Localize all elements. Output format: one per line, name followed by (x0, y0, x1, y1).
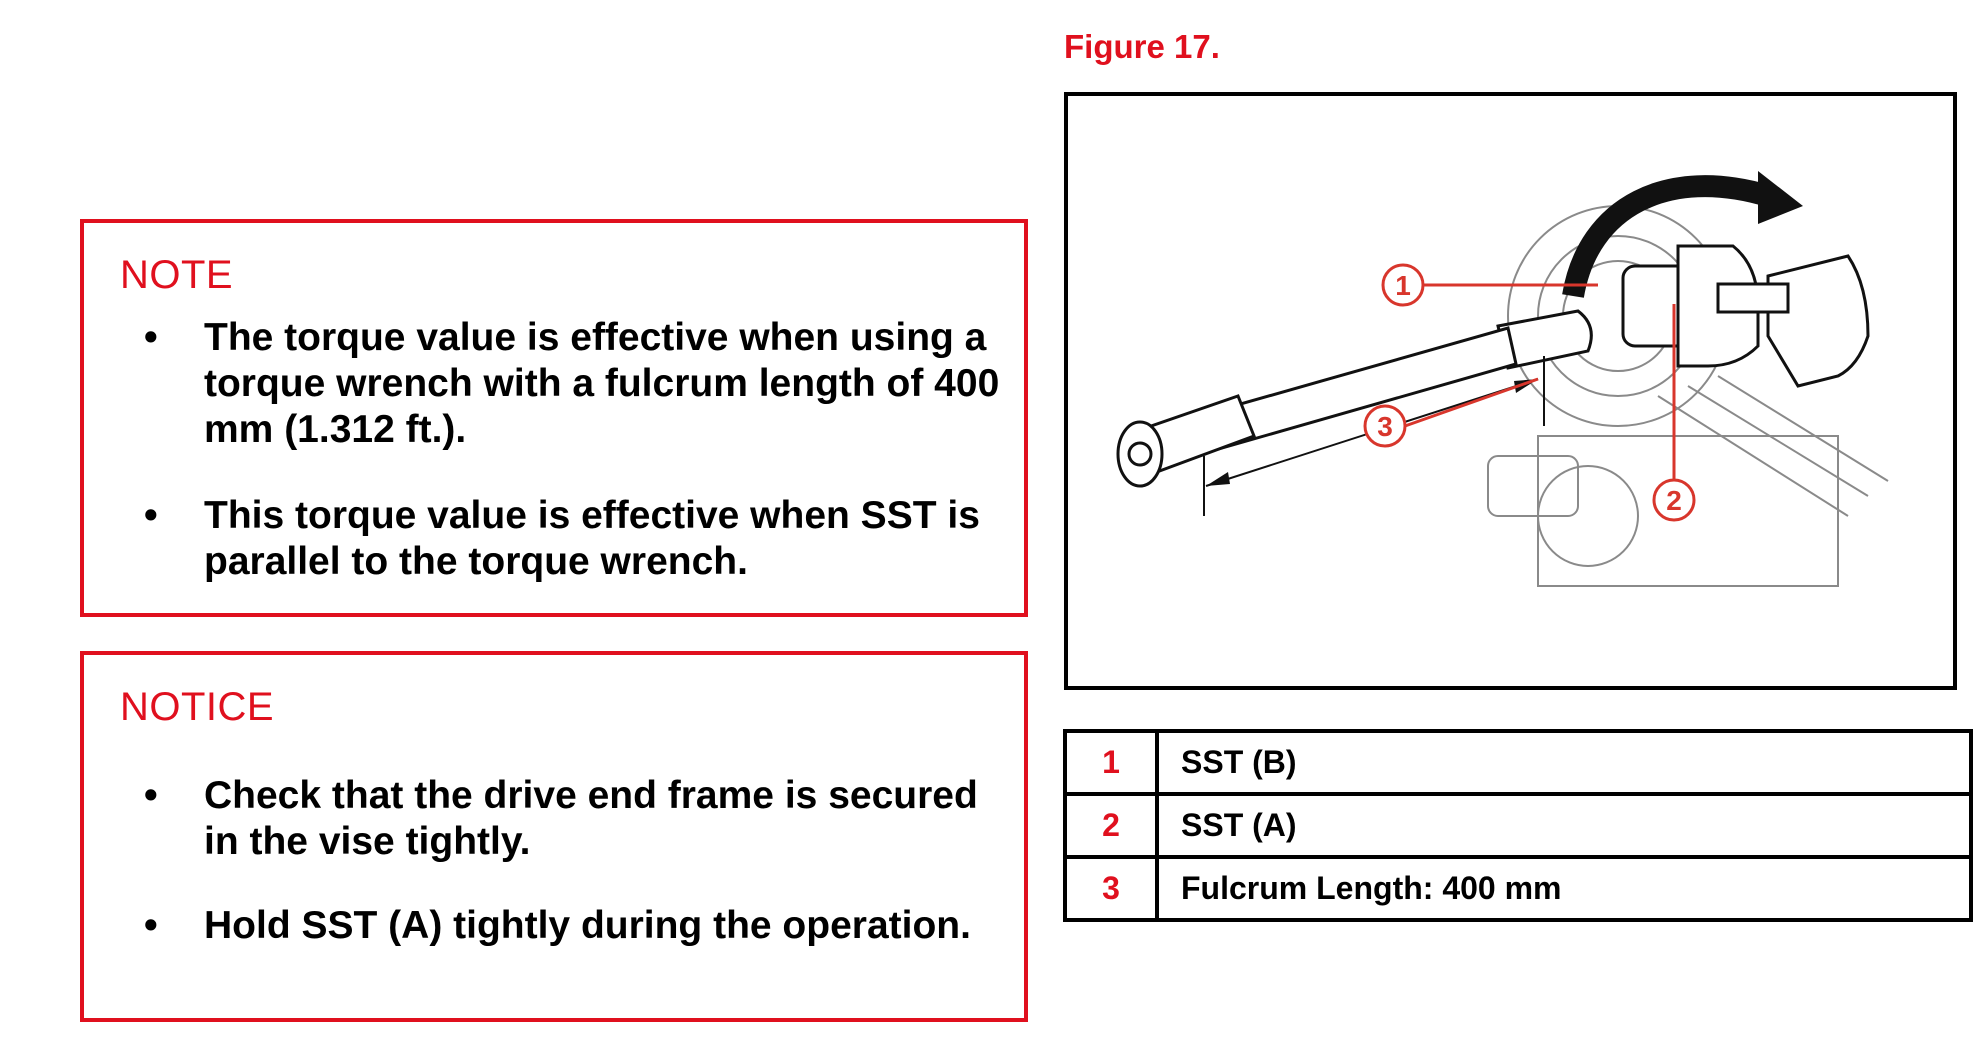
note-title: NOTE (120, 253, 234, 297)
legend-number: 1 (1063, 729, 1159, 796)
note-list: •The torque value is effective when usin… (144, 315, 1004, 585)
legend-table: 1 SST (B) 2 SST (A) 3 Fulcrum Length: 40… (1063, 729, 1973, 922)
notice-bullet-2: •Hold SST (A) tightly during the operati… (144, 904, 971, 947)
vise-screw (1537, 465, 1639, 567)
notice-list: •Check that the drive end frame is secur… (144, 773, 1004, 949)
legend-row: 3 Fulcrum Length: 400 mm (1063, 855, 1973, 922)
sst-a-wrench (1766, 254, 1870, 388)
wrench-end-cap (1116, 420, 1164, 488)
bullet-icon: • (144, 904, 158, 947)
svg-text:1: 1 (1395, 270, 1411, 301)
legend-description: SST (B) (1155, 729, 1973, 796)
bullet-icon: • (144, 494, 158, 537)
svg-text:2: 2 (1666, 485, 1682, 516)
legend-row: 2 SST (A) (1063, 792, 1973, 859)
arrow-head-icon (1758, 171, 1803, 224)
note-bullet-1: •The torque value is effective when usin… (144, 316, 1000, 451)
legend-number: 3 (1063, 855, 1159, 922)
sst-a-shaft (1716, 282, 1790, 314)
figure-frame: 1 3 2 (1064, 92, 1957, 690)
legend-row: 1 SST (B) (1063, 729, 1973, 796)
legend-description: SST (A) (1155, 792, 1973, 859)
callout-2: 2 (1652, 478, 1696, 522)
wrench-illustration: 1 3 2 (1116, 171, 1889, 587)
notice-bullet-1: •Check that the drive end frame is secur… (144, 774, 978, 863)
bullet-icon: • (144, 774, 158, 817)
callout-1: 1 (1381, 263, 1425, 307)
notice-title: NOTICE (120, 685, 275, 729)
note-bullet-2: •This torque value is effective when SST… (144, 494, 980, 583)
svg-text:3: 3 (1377, 411, 1393, 442)
legend-number: 2 (1063, 792, 1159, 859)
notice-box: NOTICE •Check that the drive end frame i… (80, 651, 1028, 1022)
vise-jaw (1487, 455, 1579, 517)
bench-edge (1657, 395, 1849, 517)
bullet-icon: • (144, 316, 158, 359)
figure-title: Figure 17. (1064, 28, 1220, 65)
note-box: NOTE •The torque value is effective when… (80, 219, 1028, 617)
legend-description: Fulcrum Length: 400 mm (1155, 855, 1973, 922)
wrench-head (1496, 309, 1593, 370)
rotation-arrow (1562, 175, 1772, 299)
callout-3: 3 (1363, 404, 1407, 448)
